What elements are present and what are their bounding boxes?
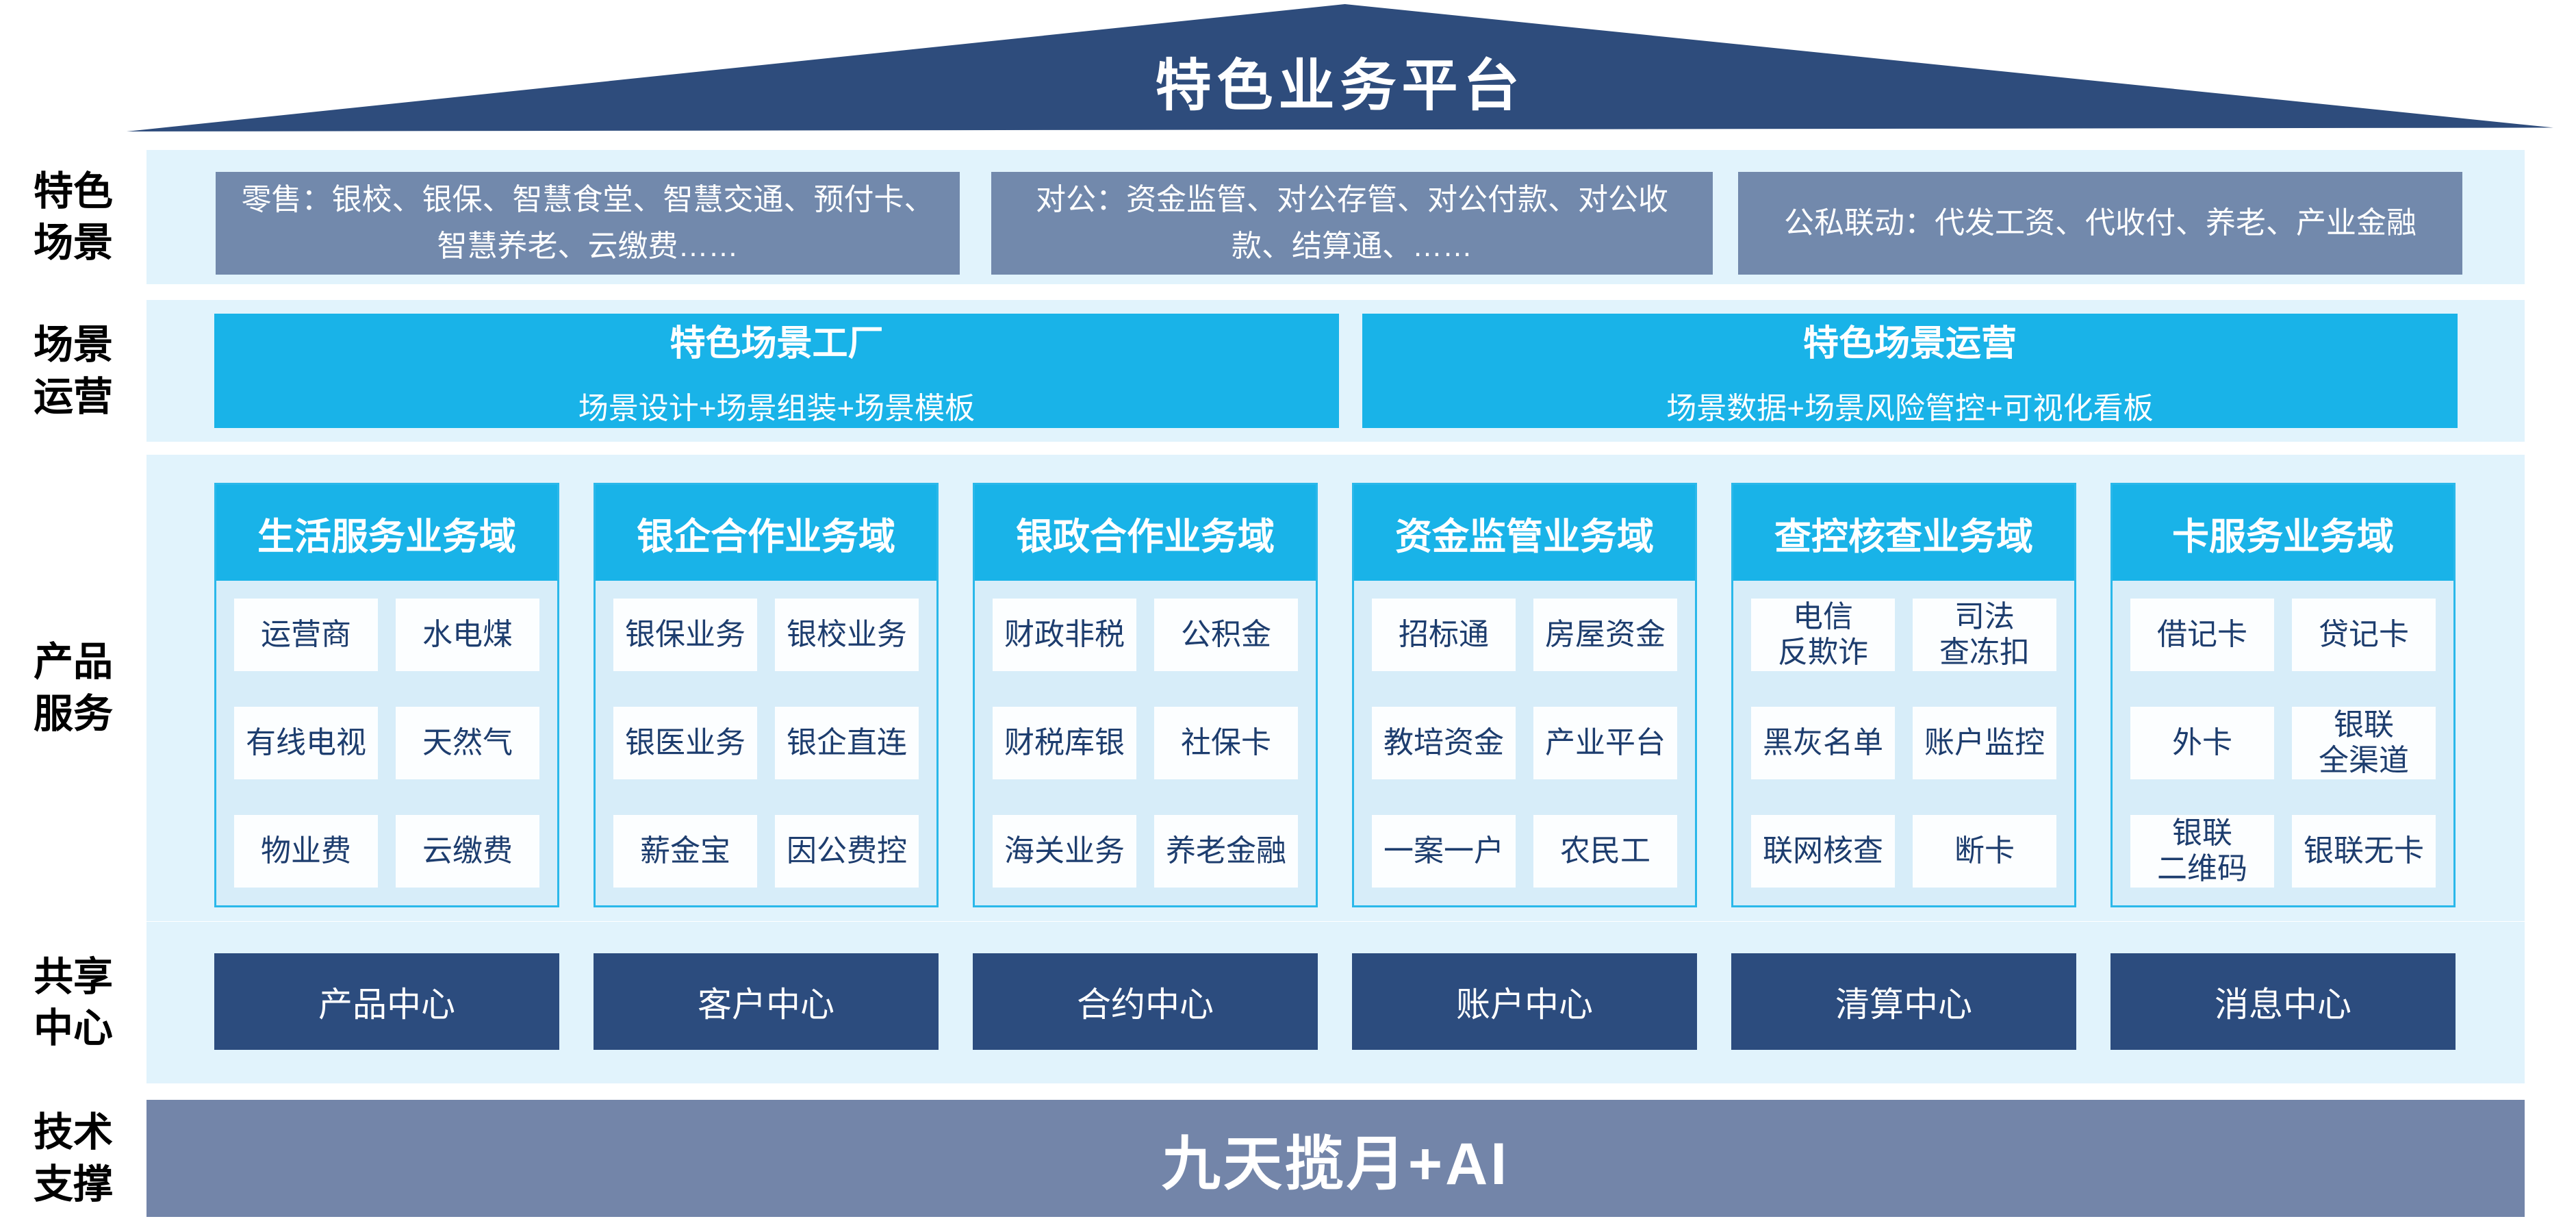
side-label-scenes: 特色 场景 <box>33 168 113 265</box>
domain-item: 贷记卡 <box>2292 599 2436 671</box>
scene-box-retail: 零售：银校、银保、智慧食堂、智慧交通、预付卡、智慧养老、云缴费…… <box>216 172 960 275</box>
diagram-title: 特色业务平台 <box>1155 55 1525 117</box>
domain-item: 司法 查冻扣 <box>1913 599 2056 671</box>
operation-box-subtitle: 场景设计+场景组装+场景模板 <box>578 392 975 425</box>
domain-item: 联网核查 <box>1751 815 1895 888</box>
operation-box-title: 特色场景工厂 <box>669 324 884 364</box>
operation-box-subtitle: 场景数据+场景风险管控+可视化看板 <box>1666 392 2154 425</box>
domain-item: 银联无卡 <box>2292 815 2436 888</box>
domain-item: 养老金融 <box>1154 815 1298 888</box>
side-label-operation: 场景 运营 <box>33 323 113 419</box>
domain-item: 社保卡 <box>1154 707 1298 779</box>
domain-item: 账户监控 <box>1913 707 2056 779</box>
domain-item: 房屋资金 <box>1533 599 1677 671</box>
domain-item: 银联 二维码 <box>2130 815 2274 888</box>
domain-item: 薪金宝 <box>613 815 757 888</box>
domain-item: 因公费控 <box>775 815 919 888</box>
domain-item: 银保业务 <box>613 599 757 671</box>
domain-body: 运营商 水电煤 有线电视 天然气 物业费 云缴费 <box>216 581 557 905</box>
domain-body: 财政非税 公积金 财税库银 社保卡 海关业务 养老金融 <box>975 581 1316 905</box>
domain-item: 物业费 <box>234 815 378 888</box>
domain-item: 电信 反欺诈 <box>1751 599 1895 671</box>
scene-box-corporate: 对公：资金监管、对公存管、对公付款、对公收款、结算通、…… <box>991 172 1713 275</box>
center-product: 产品中心 <box>214 953 559 1050</box>
domain-fund-supervision: 资金监管业务域 招标通 房屋资金 教培资金 产业平台 一案一户 农民工 <box>1352 483 1697 907</box>
center-account: 账户中心 <box>1352 953 1697 1050</box>
domain-item: 招标通 <box>1372 599 1516 671</box>
domain-item: 公积金 <box>1154 599 1298 671</box>
domain-item: 银医业务 <box>613 707 757 779</box>
domain-body: 电信 反欺诈 司法 查冻扣 黑灰名单 账户监控 联网核查 断卡 <box>1733 581 2074 905</box>
domain-header: 查控核查业务域 <box>1733 485 2074 581</box>
domain-item: 银企直连 <box>775 707 919 779</box>
domain-item: 断卡 <box>1913 815 2056 888</box>
domain-item: 财税库银 <box>993 707 1136 779</box>
domain-item: 借记卡 <box>2130 599 2274 671</box>
domain-bank-government: 银政合作业务域 财政非税 公积金 财税库银 社保卡 海关业务 养老金融 <box>973 483 1318 907</box>
side-label-products: 产品 服务 <box>33 640 113 736</box>
domain-item: 天然气 <box>396 707 539 779</box>
domain-life-services: 生活服务业务域 运营商 水电煤 有线电视 天然气 物业费 云缴费 <box>214 483 559 907</box>
domain-item: 海关业务 <box>993 815 1136 888</box>
domain-header: 资金监管业务域 <box>1354 485 1695 581</box>
domain-inquiry-control: 查控核查业务域 电信 反欺诈 司法 查冻扣 黑灰名单 账户监控 联网核查 断卡 <box>1731 483 2076 907</box>
tech-support-bar-label: 九天揽月+AI <box>1161 1131 1510 1197</box>
domain-item: 外卡 <box>2130 707 2274 779</box>
center-customer: 客户中心 <box>594 953 939 1050</box>
side-label-tech: 技术 支撑 <box>33 1110 113 1207</box>
domain-item: 银校业务 <box>775 599 919 671</box>
operation-box-title: 特色场景运营 <box>1802 324 2017 364</box>
center-contract: 合约中心 <box>973 953 1318 1050</box>
domain-body: 招标通 房屋资金 教培资金 产业平台 一案一户 农民工 <box>1354 581 1695 905</box>
domain-item: 产业平台 <box>1533 707 1677 779</box>
domain-item: 云缴费 <box>396 815 539 888</box>
domain-card-services: 卡服务业务域 借记卡 贷记卡 外卡 银联 全渠道 银联 二维码 银联无卡 <box>2110 483 2456 907</box>
domain-item: 一案一户 <box>1372 815 1516 888</box>
domain-item: 黑灰名单 <box>1751 707 1895 779</box>
domain-body: 银保业务 银校业务 银医业务 银企直连 薪金宝 因公费控 <box>596 581 936 905</box>
domain-body: 借记卡 贷记卡 外卡 银联 全渠道 银联 二维码 银联无卡 <box>2113 581 2453 905</box>
center-clearing: 清算中心 <box>1731 953 2076 1050</box>
domain-item: 教培资金 <box>1372 707 1516 779</box>
scene-box-public-private: 公私联动：代发工资、代收付、养老、产业金融 <box>1738 172 2462 275</box>
domain-item: 有线电视 <box>234 707 378 779</box>
operation-box-scene-operation: 特色场景运营 场景数据+场景风险管控+可视化看板 <box>1362 314 2458 428</box>
domain-header: 卡服务业务域 <box>2113 485 2453 581</box>
domain-item: 水电煤 <box>396 599 539 671</box>
domain-item: 银联 全渠道 <box>2292 707 2436 779</box>
operation-box-scene-factory: 特色场景工厂 场景设计+场景组装+场景模板 <box>214 314 1339 428</box>
center-message: 消息中心 <box>2110 953 2456 1050</box>
domain-header: 生活服务业务域 <box>216 485 557 581</box>
domain-item: 农民工 <box>1533 815 1677 888</box>
domain-header: 银企合作业务域 <box>596 485 936 581</box>
domain-item: 财政非税 <box>993 599 1136 671</box>
domain-header: 银政合作业务域 <box>975 485 1316 581</box>
tech-support-bar: 九天揽月+AI <box>146 1100 2525 1217</box>
domain-item: 运营商 <box>234 599 378 671</box>
side-label-shared: 共享 中心 <box>33 954 113 1051</box>
domain-bank-enterprise: 银企合作业务域 银保业务 银校业务 银医业务 银企直连 薪金宝 因公费控 <box>594 483 939 907</box>
